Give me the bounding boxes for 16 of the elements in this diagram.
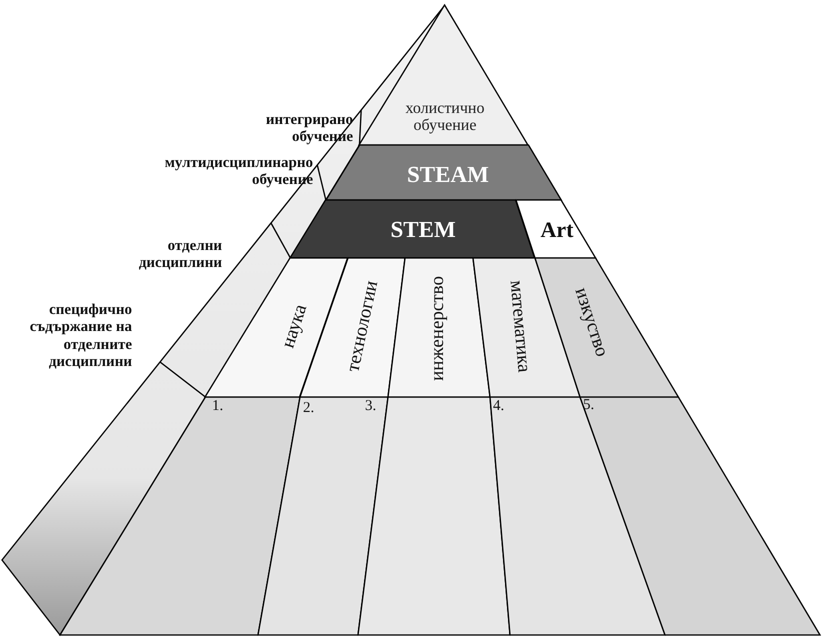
segment-label: инженерство xyxy=(427,276,448,380)
column-number: 1. xyxy=(212,398,224,415)
segment-label: технологии xyxy=(342,278,383,374)
column-number: 5. xyxy=(583,397,594,414)
column-number: 2. xyxy=(303,400,314,417)
segment-label: математика xyxy=(504,279,534,373)
segment-label: изкуство xyxy=(569,284,612,360)
level-label: специфично съдържание на отделните дисциплини xyxy=(28,302,132,371)
column-number: 3. xyxy=(365,398,376,415)
level-label: отделни дисциплини xyxy=(138,238,222,272)
segment-label: Art xyxy=(540,218,574,242)
segment-label: STEAM xyxy=(406,162,489,187)
segment-label: холистично обучение xyxy=(404,100,486,135)
column-number: 4. xyxy=(493,398,504,415)
segment-label: наука xyxy=(278,302,313,350)
segment-label: STEM xyxy=(390,216,456,242)
